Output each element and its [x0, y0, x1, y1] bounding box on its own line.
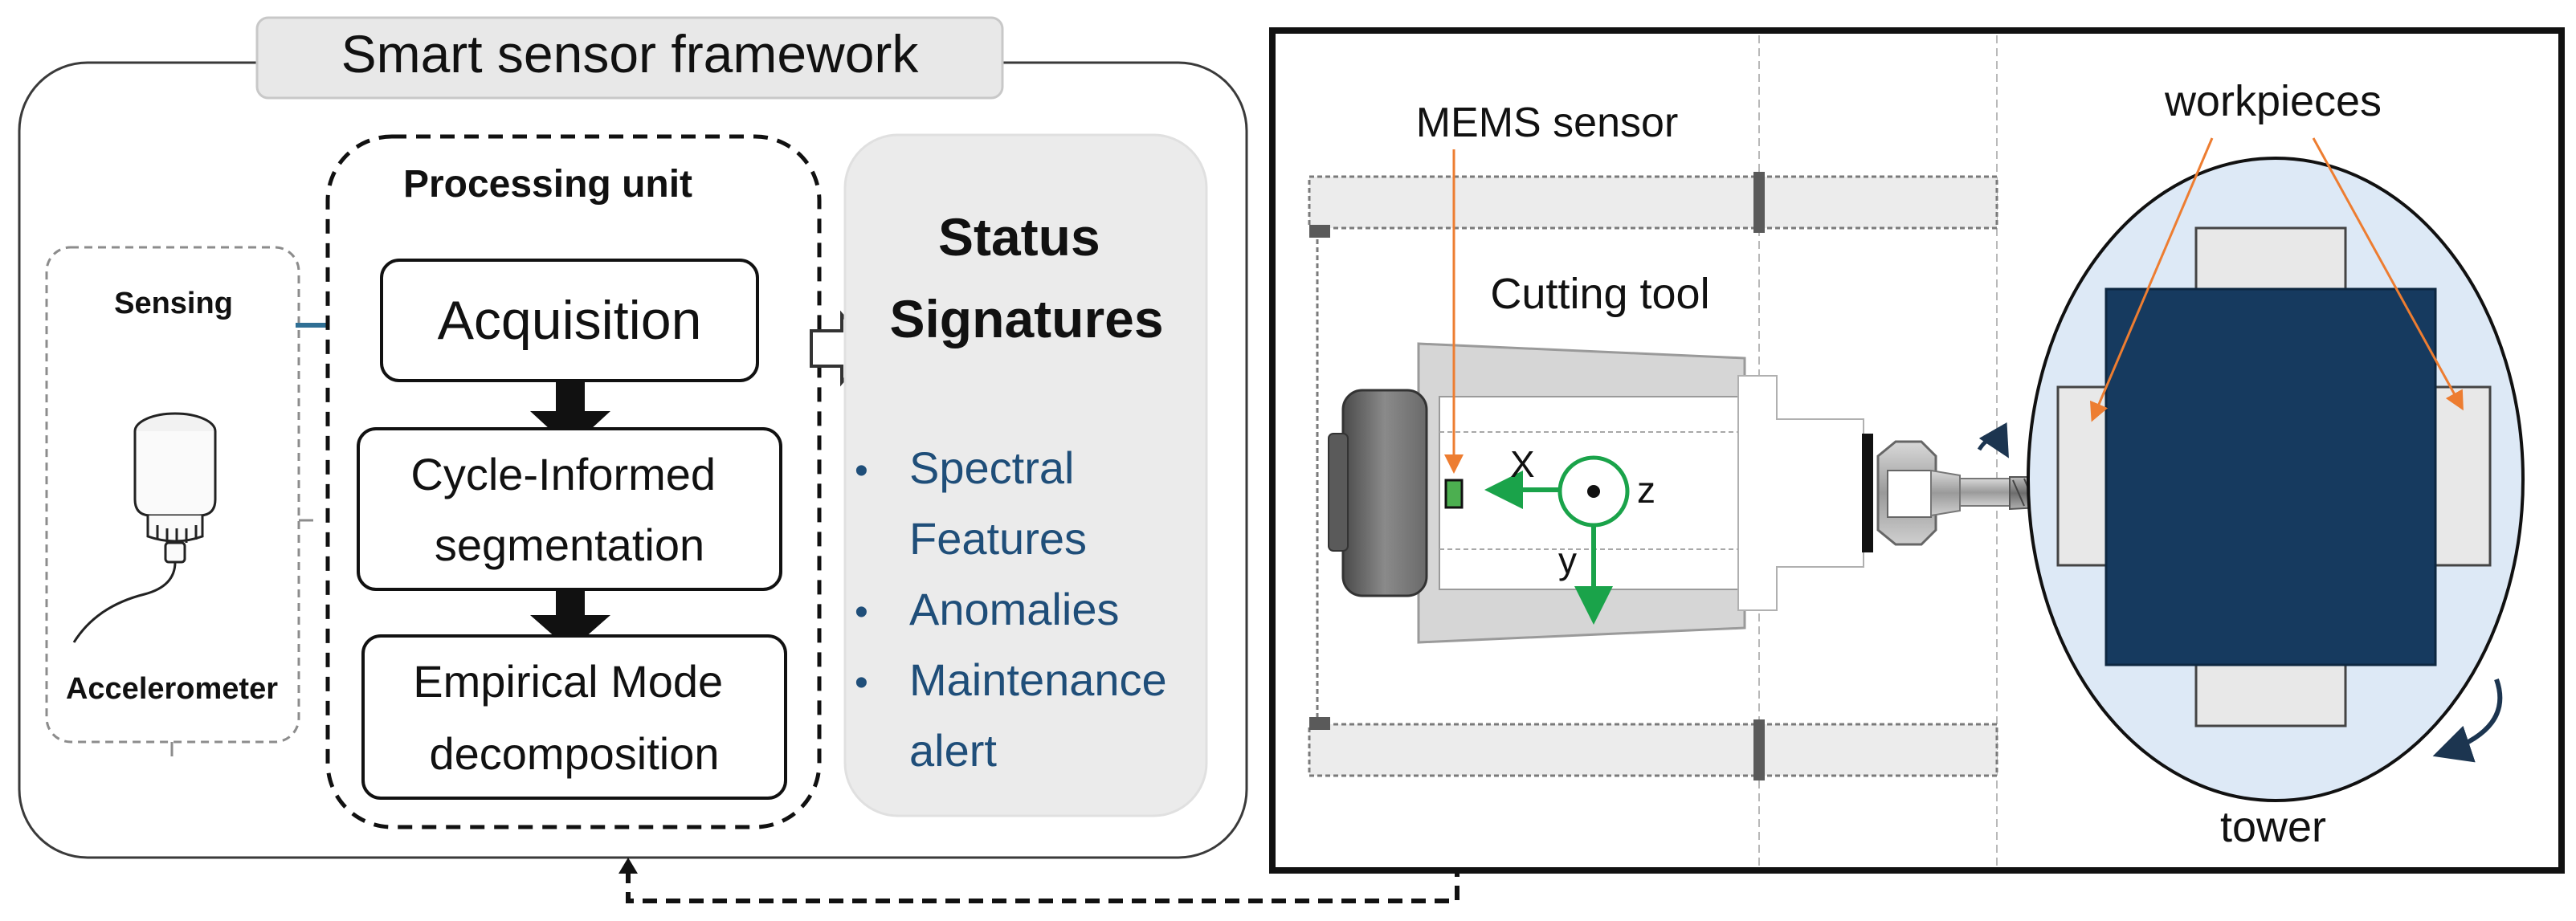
acquisition-label: Acquisition [438, 290, 702, 351]
status-title-line-2: Signatures [889, 289, 1163, 348]
workpieces-leader-left [2090, 137, 2214, 422]
feedback-link [626, 490, 1459, 903]
bullet-spectral-line-2: Features [909, 513, 1087, 564]
spindle-rails [1308, 172, 1998, 780]
machine-panel: X y z MEMS sensor Cutting tool workpiece… [1269, 27, 2565, 874]
acquisition-to-segmentation-arrow [530, 381, 610, 448]
bullet-anomalies-line-1: Anomalies [909, 584, 1119, 634]
bullet-maintenance-line-2: alert [909, 725, 997, 776]
bullet-glyph: • [855, 450, 868, 492]
axis-y-label: y [1558, 540, 1577, 581]
framework-title: Smart sensor framework [341, 24, 920, 84]
tower-rotation-icon [2432, 678, 2503, 763]
emd-line-1: Empirical Mode [413, 656, 723, 707]
acquisition-line-1: Acquisition [438, 290, 702, 351]
workpieces-label: workpieces [2164, 77, 2382, 125]
tool-rotation-icon [1977, 422, 2009, 458]
feedback-arrowhead [618, 858, 638, 874]
bullet-spectral-line-1: Spectral [909, 442, 1074, 493]
status-title-line-1: Status [938, 207, 1100, 267]
segmentation-line-1: Cycle-Informed [410, 449, 716, 499]
bullet-maintenance: • Maintenance alert [855, 654, 1179, 776]
bullet-anomalies: • Anomalies [855, 584, 1119, 634]
mems-sensor-label: MEMS sensor [1416, 100, 1679, 146]
framework-panel: Smart sensor framework Sensing Accelerom… [18, 16, 1248, 859]
status-title: Status Signatures [889, 207, 1163, 348]
tower-core [2104, 287, 2437, 666]
bullet-glyph: • [855, 591, 868, 634]
status-panel: Status Signatures • Spectral Features • … [843, 133, 1208, 817]
workpiece-right [2426, 385, 2492, 567]
mems-sensor [1444, 479, 1464, 509]
sensing-box: Sensing Accelerometer [45, 246, 313, 756]
accelerometer-icon [72, 412, 217, 643]
workpiece-top [2194, 226, 2347, 292]
processing-unit-title: Processing unit [403, 163, 692, 206]
emd-step [361, 634, 787, 800]
bullet-spectral: • Spectral Features [855, 442, 1087, 564]
framework-title-tab [255, 16, 1004, 100]
bullet-maintenance-line-1: Maintenance [909, 654, 1167, 705]
bullet-glyph: • [855, 662, 868, 704]
axis-z-label: z [1637, 469, 1655, 511]
workpiece-bottom [2194, 662, 2347, 727]
emd-label: Empirical Mode decomposition [413, 656, 735, 779]
processing-unit: Processing unit Acquisition Cycle-Inform… [325, 134, 822, 829]
segmentation-to-emd-arrow [530, 589, 610, 650]
segmentation-label: Cycle-Informed segmentation [410, 449, 728, 570]
axes-icon: X y z [1484, 443, 1655, 625]
tower [2027, 157, 2525, 802]
sensing-label: Sensing [114, 287, 233, 320]
axis-x-label: X [1510, 443, 1535, 485]
segmentation-line-2: segmentation [435, 520, 704, 570]
emd-line-2: decomposition [429, 728, 719, 779]
tower-label: tower [2220, 803, 2326, 851]
accelerometer-label: Accelerometer [66, 672, 278, 706]
workpieces-leader-right [2312, 137, 2464, 411]
cutting-tool-label: Cutting tool [1490, 270, 1709, 318]
